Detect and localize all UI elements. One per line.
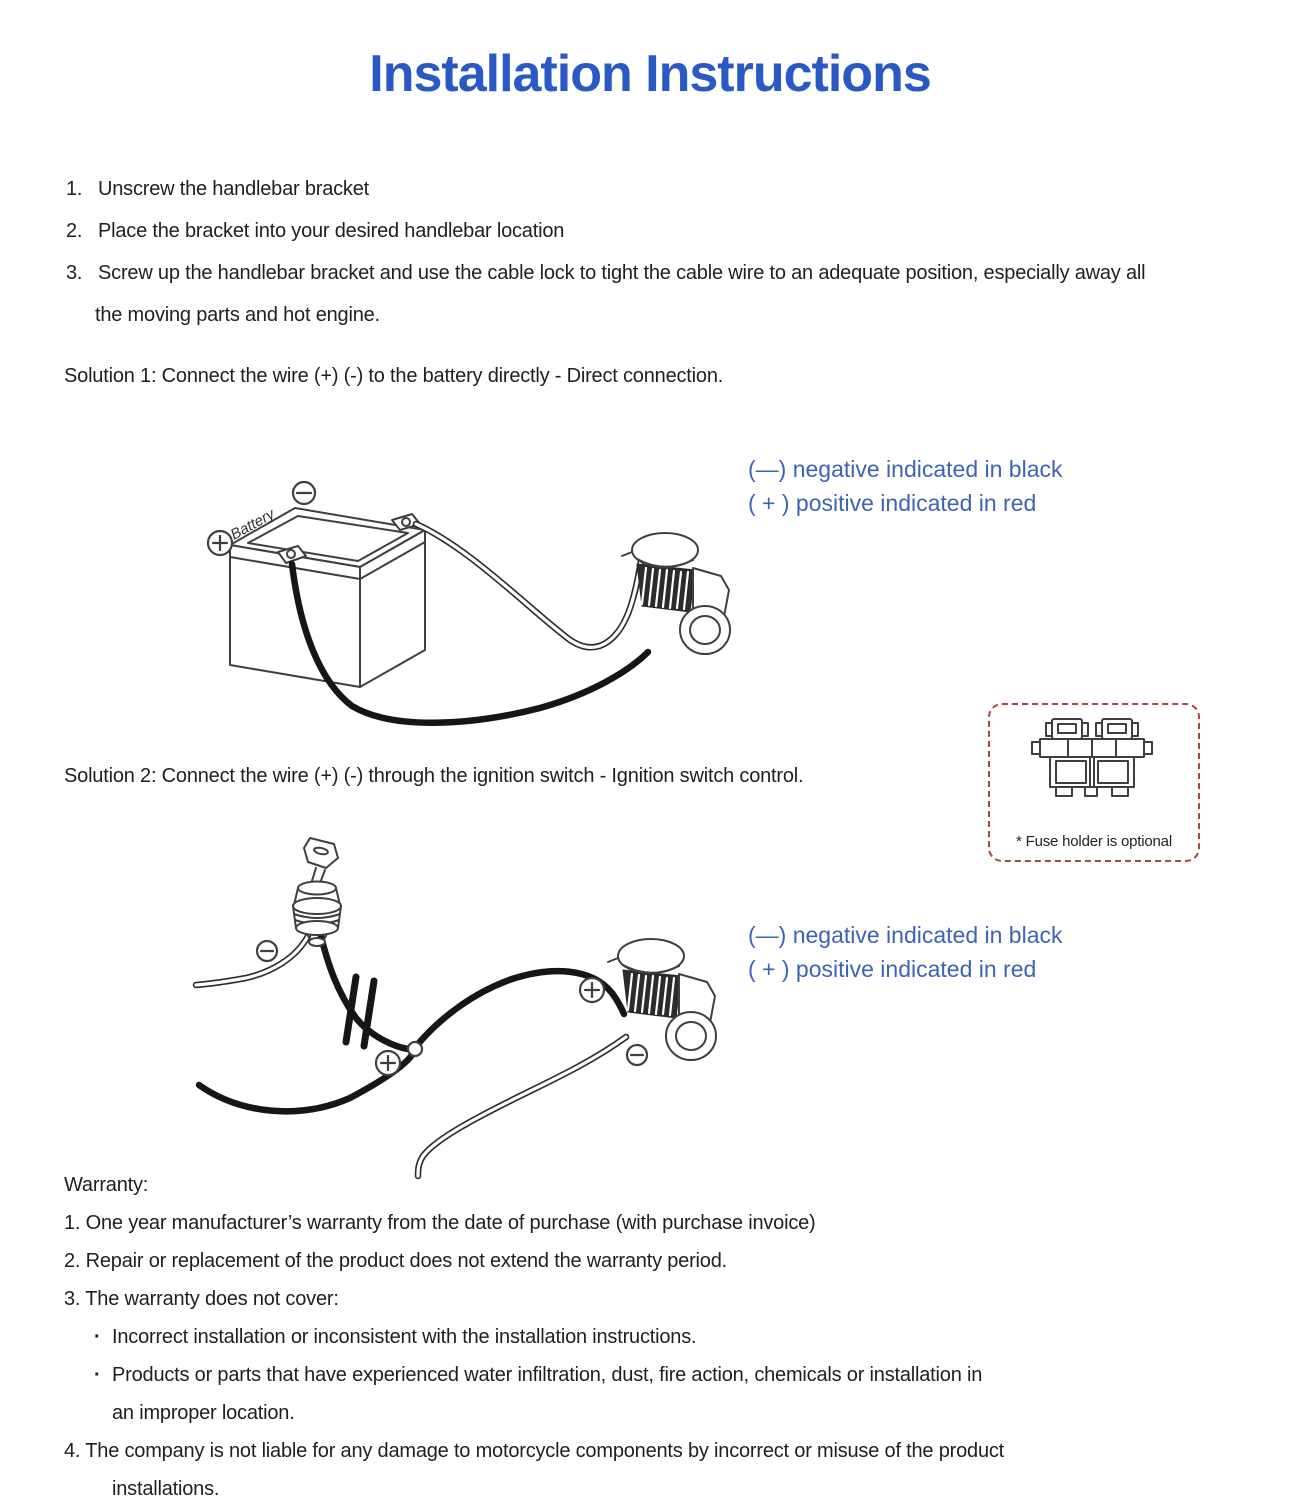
- ignition-wiring-diagram: [192, 837, 718, 1180]
- warranty-bullet-text: Products or parts that have experienced …: [112, 1364, 983, 1386]
- solution2-heading: Solution 2: Connect the wire (+) (-) thr…: [64, 765, 804, 787]
- bullet-icon: ·: [94, 1326, 101, 1348]
- negative-color-note: (—) negative indicated in black: [748, 922, 1063, 948]
- ignition-key-icon: [303, 837, 339, 887]
- wire-junction-dot: [406, 1040, 424, 1058]
- negative-color-note: (—) negative indicated in black: [748, 456, 1063, 482]
- step-1: 1. Unscrew the handlebar bracket: [66, 168, 1266, 210]
- switch-negative-wire: [192, 932, 312, 989]
- positive-wire: [288, 560, 652, 726]
- step-text: Place the bracket into your desired hand…: [98, 220, 565, 242]
- switch-positive-wire: [316, 928, 412, 1053]
- step-2: 2. Place the bracket into your desired h…: [66, 210, 1266, 252]
- warranty-item-1: 1. One year manufacturer’s warranty from…: [64, 1212, 816, 1234]
- wiring-color-note: (—) negative indicated in black ( + ) po…: [748, 452, 1168, 520]
- page-title: Installation Instructions: [369, 45, 932, 103]
- horn-negative-symbol-icon: [625, 1043, 649, 1067]
- wiring-color-note: (—) negative indicated in black ( + ) po…: [748, 918, 1168, 986]
- warranty-item-4-continued: installations.: [112, 1478, 220, 1500]
- wire-break-marks: [342, 973, 378, 1050]
- fuse-holder-box: * Fuse holder is optional: [988, 703, 1200, 862]
- step-number: 2.: [66, 220, 83, 242]
- warranty-item-4: 4. The company is not liable for any dam…: [64, 1440, 1005, 1462]
- warranty-section: Warranty: 1. One year manufacturer’s war…: [64, 1166, 1254, 1500]
- warranty-bullet-text: Incorrect installation or inconsistent w…: [112, 1326, 697, 1348]
- step-number: 1.: [66, 178, 83, 200]
- warranty-heading: Warranty:: [64, 1174, 149, 1196]
- solution1-heading: Solution 1: Connect the wire (+) (-) to …: [64, 365, 724, 387]
- horn-ground-wire: [414, 1033, 630, 1180]
- battery-illustration: Battery: [228, 505, 426, 688]
- step-text: Unscrew the handlebar bracket: [98, 178, 370, 200]
- fuse-holder-icon: [1031, 718, 1153, 797]
- warranty-item-3: 3. The warranty does not cover:: [64, 1288, 339, 1310]
- bullet-icon: ·: [94, 1364, 101, 1386]
- positive-color-note: ( + ) positive indicated in red: [748, 490, 1037, 516]
- warranty-bullet-1: · Incorrect installation or inconsistent…: [64, 1318, 1254, 1356]
- battery-wiring-diagram: Battery: [206, 480, 732, 726]
- negative-symbol-icon: [255, 939, 279, 963]
- horn-positive-symbol-icon: [578, 976, 606, 1004]
- step-text: Screw up the handlebar bracket and use t…: [98, 262, 1146, 284]
- negative-symbol-icon: [291, 480, 317, 506]
- negative-wire: [412, 520, 646, 651]
- positive-symbol-icon: [206, 529, 234, 557]
- junction-to-horn-wire: [414, 967, 628, 1048]
- warranty-bullet-2: · Products or parts that have experience…: [64, 1356, 1254, 1394]
- battery-positive-terminal: [277, 545, 307, 564]
- installation-steps: 1. Unscrew the handlebar bracket 2. Plac…: [66, 168, 1266, 336]
- positive-symbol-icon: [374, 1049, 402, 1077]
- fuse-holder-note: * Fuse holder is optional: [1016, 833, 1172, 850]
- step-number: 3.: [66, 262, 83, 284]
- warranty-bullet-2-continued: an improper location.: [112, 1402, 295, 1424]
- positive-color-note: ( + ) positive indicated in red: [748, 956, 1037, 982]
- warranty-item-2: 2. Repair or replacement of the product …: [64, 1250, 727, 1272]
- ignition-switch-illustration: [292, 837, 342, 947]
- step-3: 3. Screw up the handlebar bracket and us…: [66, 252, 1266, 294]
- horn-illustration: [620, 531, 732, 656]
- step-3-continued: the moving parts and hot engine.: [95, 304, 380, 326]
